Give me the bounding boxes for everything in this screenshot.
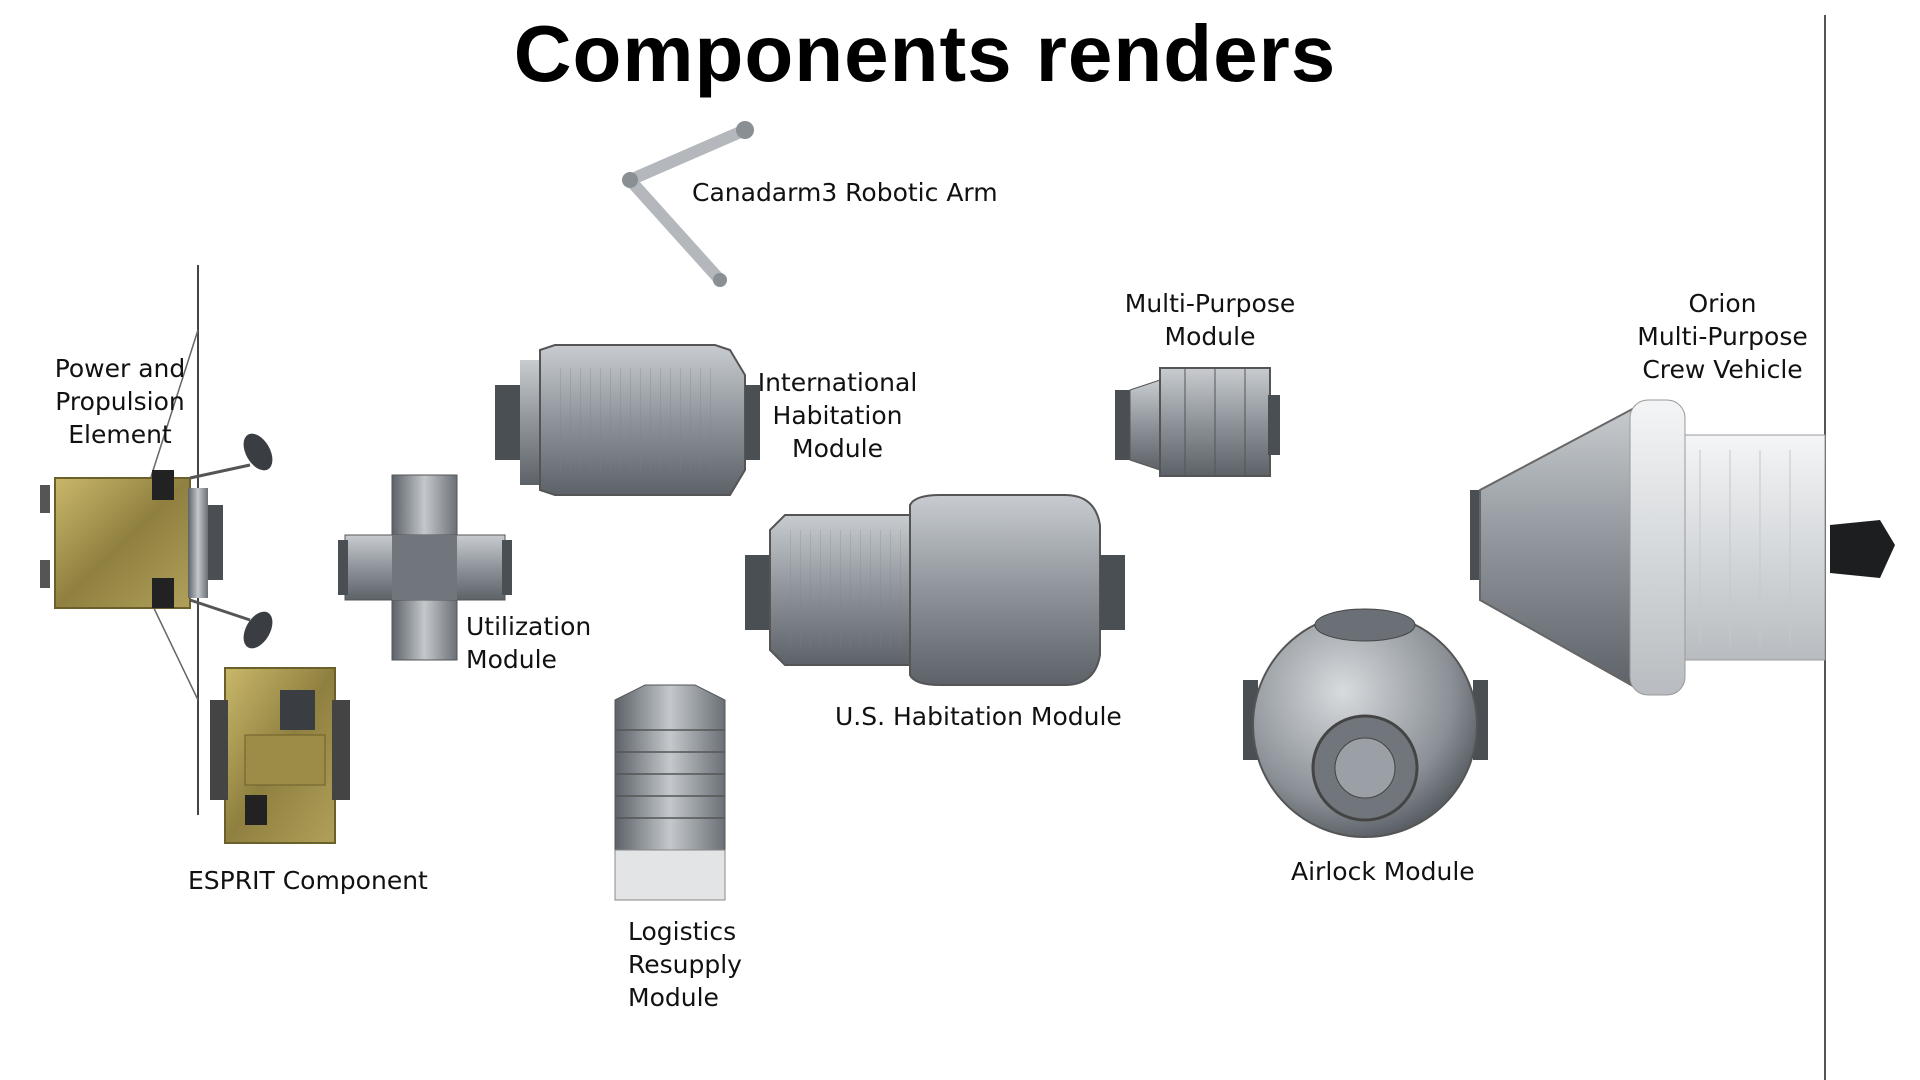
label-line: Orion (1688, 289, 1757, 318)
label-line: Utilization (466, 612, 592, 641)
label-line: Habitation (772, 401, 903, 430)
label-line: Multi-Purpose (1637, 322, 1808, 351)
label-line: Canadarm3 Robotic Arm (692, 178, 998, 207)
label-us-habitation-module: U.S. Habitation Module (835, 700, 1122, 733)
label-line: Resupply (628, 950, 742, 979)
label-canadarm3: Canadarm3 Robotic Arm (692, 176, 998, 209)
us-habitation-module-render (745, 494, 1125, 686)
orion-crew-vehicle-render (1470, 15, 1895, 1080)
label-line: Power and (54, 354, 186, 383)
power-propulsion-element-render (40, 265, 273, 815)
page-title: Components renders (513, 9, 1337, 98)
label-line: Propulsion (55, 387, 185, 416)
label-line: Module (1164, 322, 1256, 351)
label-line: Element (68, 420, 172, 449)
label-line: Module (792, 434, 883, 463)
label-esprit-component: ESPRIT Component (188, 864, 428, 897)
international-habitation-module-render (495, 344, 760, 496)
label-line: Multi-Purpose (1124, 289, 1296, 318)
label-power-propulsion-element: Power and Propulsion Element (40, 352, 200, 451)
label-airlock-module: Airlock Module (1291, 855, 1475, 888)
label-line: Module (628, 983, 719, 1012)
canadarm3-render (622, 121, 754, 287)
label-line: ESPRIT Component (188, 866, 428, 895)
label-orion-crew-vehicle: Orion Multi-Purpose Crew Vehicle (1620, 287, 1825, 386)
airlock-module-render (1243, 608, 1488, 838)
label-line: Module (466, 645, 557, 674)
label-line: Crew Vehicle (1642, 355, 1803, 384)
label-line: International (757, 368, 918, 397)
label-line: Airlock Module (1291, 857, 1475, 886)
utilization-module-render (338, 474, 512, 661)
label-line: Logistics (628, 917, 737, 946)
label-logistics-resupply-module: Logistics Resupply Module (628, 915, 742, 1014)
logistics-resupply-module-render (614, 684, 726, 901)
esprit-component-render (210, 667, 350, 844)
label-line: U.S. Habitation Module (835, 702, 1122, 731)
label-utilization-module: Utilization Module (466, 610, 591, 676)
multi-purpose-module-render (1115, 367, 1280, 477)
label-multi-purpose-module: Multi-Purpose Module (1115, 287, 1305, 353)
label-international-habitation-module: International Habitation Module (755, 366, 920, 465)
